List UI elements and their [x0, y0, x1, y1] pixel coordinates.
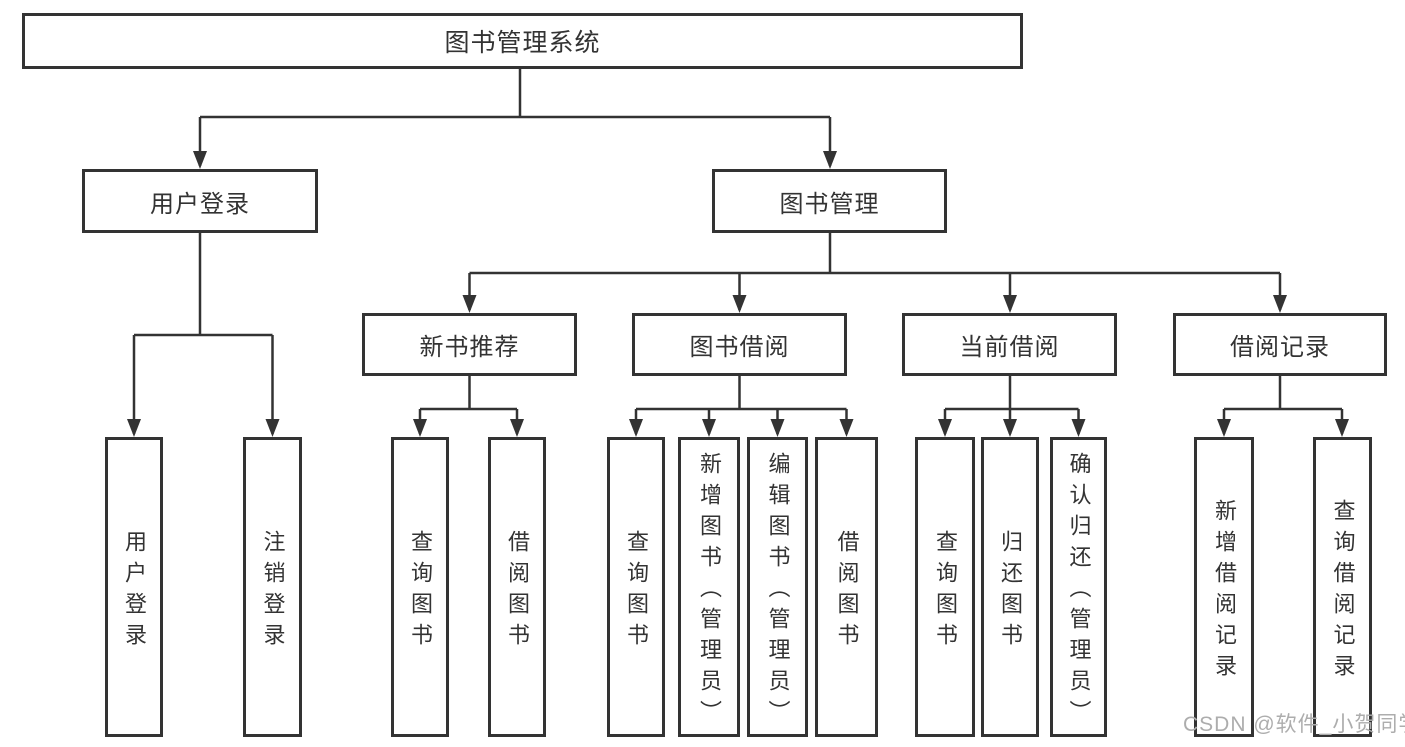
node-root-system: 图书管理系统	[22, 13, 1023, 69]
edge-borrow-records-to-leaves	[1217, 376, 1349, 437]
edge-book-management-to-level3	[462, 233, 1287, 313]
node-book-management-label: 图书管理	[779, 190, 880, 218]
leaf-add-books-admin-label: 新增图书（管理员）	[697, 452, 722, 731]
leaf-recommend-borrow-books-label: 借阅图书	[505, 529, 530, 654]
leaf-borrowing-query-books: 查询图书	[607, 437, 665, 737]
leaf-add-borrow-record: 新增借阅记录	[1194, 437, 1254, 737]
node-borrow-records-label: 借阅记录	[1230, 334, 1330, 361]
leaf-user-login: 用户登录	[105, 437, 163, 737]
leaf-edit-books-admin-label: 编辑图书（管理员）	[765, 452, 791, 731]
node-new-book-recommend: 新书推荐	[362, 313, 577, 376]
leaf-query-borrow-record-label: 查询借阅记录	[1330, 498, 1356, 685]
node-current-borrowing: 当前借阅	[902, 313, 1117, 376]
node-root-system-label: 图书管理系统	[444, 29, 601, 57]
leaf-logout: 注销登录	[243, 437, 302, 737]
leaf-query-borrow-record: 查询借阅记录	[1313, 437, 1372, 737]
leaf-user-login-label: 用户登录	[122, 529, 147, 654]
leaf-return-books: 归还图书	[981, 437, 1039, 737]
node-book-borrowing-label: 图书借阅	[689, 334, 790, 361]
node-book-borrowing: 图书借阅	[632, 313, 847, 376]
leaf-return-books-label: 归还图书	[998, 529, 1023, 654]
edge-new-book-recommend-to-leaves	[413, 376, 524, 437]
edge-user-login-to-leaves	[127, 233, 280, 437]
leaf-recommend-query-books: 查询图书	[391, 437, 449, 737]
edge-book-borrowing-to-leaves	[629, 376, 854, 437]
leaf-borrowing-borrow-books: 借阅图书	[815, 437, 878, 737]
leaf-borrowing-query-books-label: 查询图书	[624, 529, 649, 654]
node-book-management: 图书管理	[712, 169, 947, 233]
node-borrow-records: 借阅记录	[1173, 313, 1387, 376]
edge-current-borrowing-to-leaves	[938, 376, 1086, 437]
leaf-edit-books-admin: 编辑图书（管理员）	[747, 437, 808, 737]
node-current-borrowing-label: 当前借阅	[959, 334, 1060, 361]
node-user-login: 用户登录	[82, 169, 318, 233]
edge-root-to-level2	[193, 69, 837, 169]
leaf-confirm-return-admin-label: 确认归还（管理员）	[1066, 452, 1092, 731]
leaf-add-borrow-record-label: 新增借阅记录	[1212, 498, 1237, 685]
watermark: CSDN @软件_小贺同学	[1183, 713, 1405, 736]
leaf-current-query-books-label: 查询图书	[933, 529, 958, 654]
node-user-login-label: 用户登录	[150, 190, 250, 218]
leaf-add-books-admin: 新增图书（管理员）	[678, 437, 740, 737]
leaf-borrowing-borrow-books-label: 借阅图书	[834, 529, 860, 654]
leaf-logout-label: 注销登录	[260, 529, 286, 654]
leaf-recommend-borrow-books: 借阅图书	[488, 437, 546, 737]
leaf-recommend-query-books-label: 查询图书	[408, 529, 433, 654]
node-new-book-recommend-label: 新书推荐	[419, 334, 520, 361]
leaf-confirm-return-admin: 确认归还（管理员）	[1050, 437, 1107, 737]
leaf-current-query-books: 查询图书	[915, 437, 975, 737]
